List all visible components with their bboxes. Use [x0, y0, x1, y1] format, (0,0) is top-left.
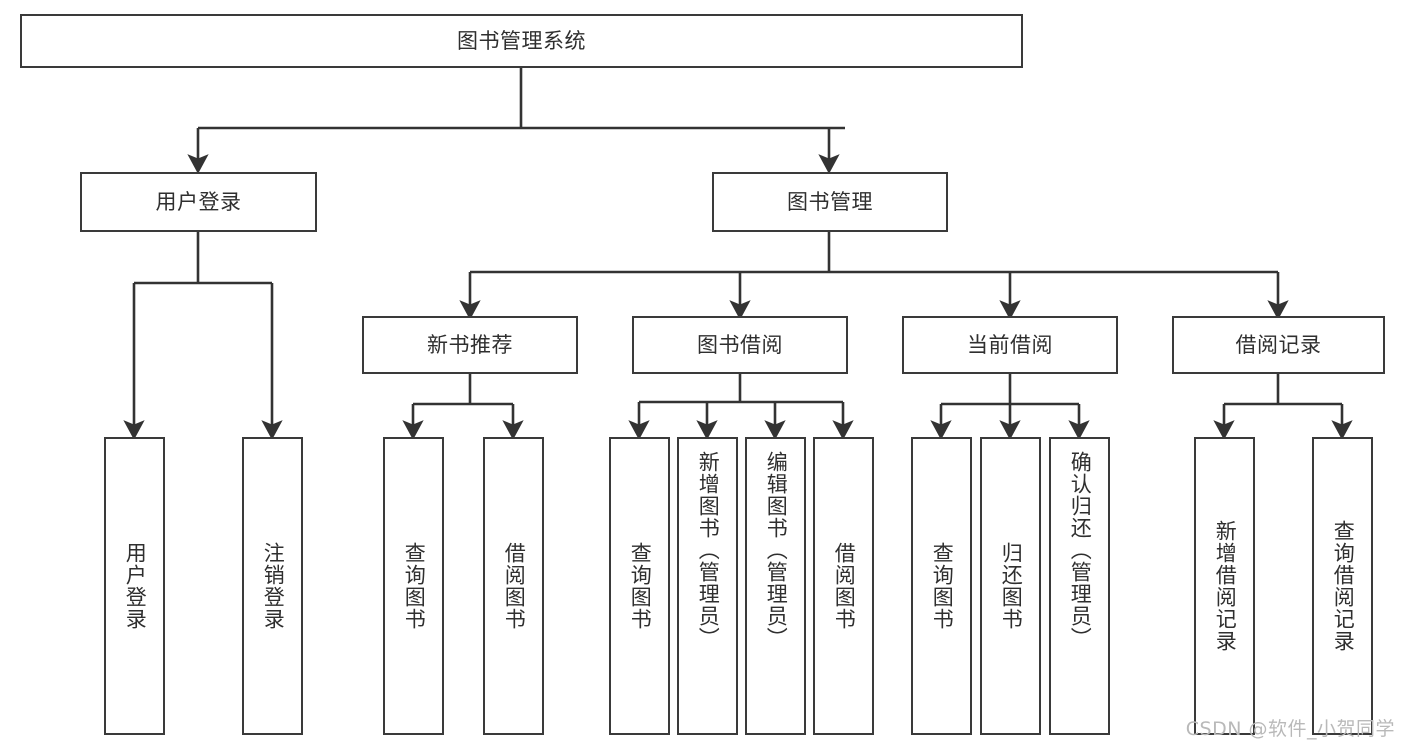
- node-book-management[interactable]: 图书管理: [712, 172, 948, 232]
- node-new-book-recommendation[interactable]: 新书推荐: [362, 316, 578, 374]
- node-leaf-edit-book-label: 编辑图书（管理员）: [764, 451, 789, 649]
- node-leaf-query-record[interactable]: 查询借阅记录: [1312, 437, 1373, 735]
- node-leaf-query-book-3[interactable]: 查询图书: [911, 437, 972, 735]
- node-leaf-user-login-label: 用户登录: [123, 542, 148, 630]
- node-current-borrow[interactable]: 当前借阅: [902, 316, 1118, 374]
- node-leaf-confirm-return-label: 确认归还（管理员）: [1068, 451, 1093, 649]
- node-leaf-user-login[interactable]: 用户登录: [104, 437, 165, 735]
- node-leaf-logout[interactable]: 注销登录: [242, 437, 303, 735]
- node-leaf-borrow-book-2-label: 借阅图书: [832, 542, 857, 630]
- node-current-borrow-label: 当前借阅: [967, 332, 1053, 357]
- node-root[interactable]: 图书管理系统: [20, 14, 1023, 68]
- node-leaf-confirm-return[interactable]: 确认归还（管理员）: [1049, 437, 1110, 735]
- csdn-watermark: CSDN @软件_小贺同学: [1185, 718, 1395, 740]
- node-leaf-query-book-1-label: 查询图书: [402, 542, 427, 630]
- node-book-borrow-label: 图书借阅: [697, 332, 783, 357]
- node-leaf-query-book-2[interactable]: 查询图书: [609, 437, 670, 735]
- node-leaf-query-book-1[interactable]: 查询图书: [383, 437, 444, 735]
- node-new-book-recommendation-label: 新书推荐: [427, 332, 513, 357]
- node-root-label: 图书管理系统: [457, 28, 586, 53]
- node-leaf-edit-book[interactable]: 编辑图书（管理员）: [745, 437, 806, 735]
- node-leaf-add-book[interactable]: 新增图书（管理员）: [677, 437, 738, 735]
- node-leaf-borrow-book-1[interactable]: 借阅图书: [483, 437, 544, 735]
- node-borrow-record-label: 借阅记录: [1235, 332, 1322, 357]
- node-leaf-borrow-book-2[interactable]: 借阅图书: [813, 437, 874, 735]
- node-borrow-record[interactable]: 借阅记录: [1172, 316, 1385, 374]
- node-leaf-logout-label: 注销登录: [261, 542, 286, 630]
- node-leaf-borrow-book-1-label: 借阅图书: [502, 542, 527, 630]
- node-user-login[interactable]: 用户登录: [80, 172, 317, 232]
- node-leaf-return-book-label: 归还图书: [999, 542, 1024, 630]
- node-leaf-query-record-label: 查询借阅记录: [1331, 520, 1356, 652]
- node-leaf-query-book-3-label: 查询图书: [930, 542, 955, 630]
- node-leaf-query-book-2-label: 查询图书: [628, 542, 653, 630]
- node-book-management-label: 图书管理: [787, 189, 873, 214]
- node-leaf-add-record[interactable]: 新增借阅记录: [1194, 437, 1255, 735]
- node-leaf-add-record-label: 新增借阅记录: [1213, 520, 1238, 652]
- node-book-borrow[interactable]: 图书借阅: [632, 316, 848, 374]
- node-leaf-add-book-label: 新增图书（管理员）: [696, 451, 721, 649]
- node-leaf-return-book[interactable]: 归还图书: [980, 437, 1041, 735]
- node-user-login-label: 用户登录: [155, 189, 242, 214]
